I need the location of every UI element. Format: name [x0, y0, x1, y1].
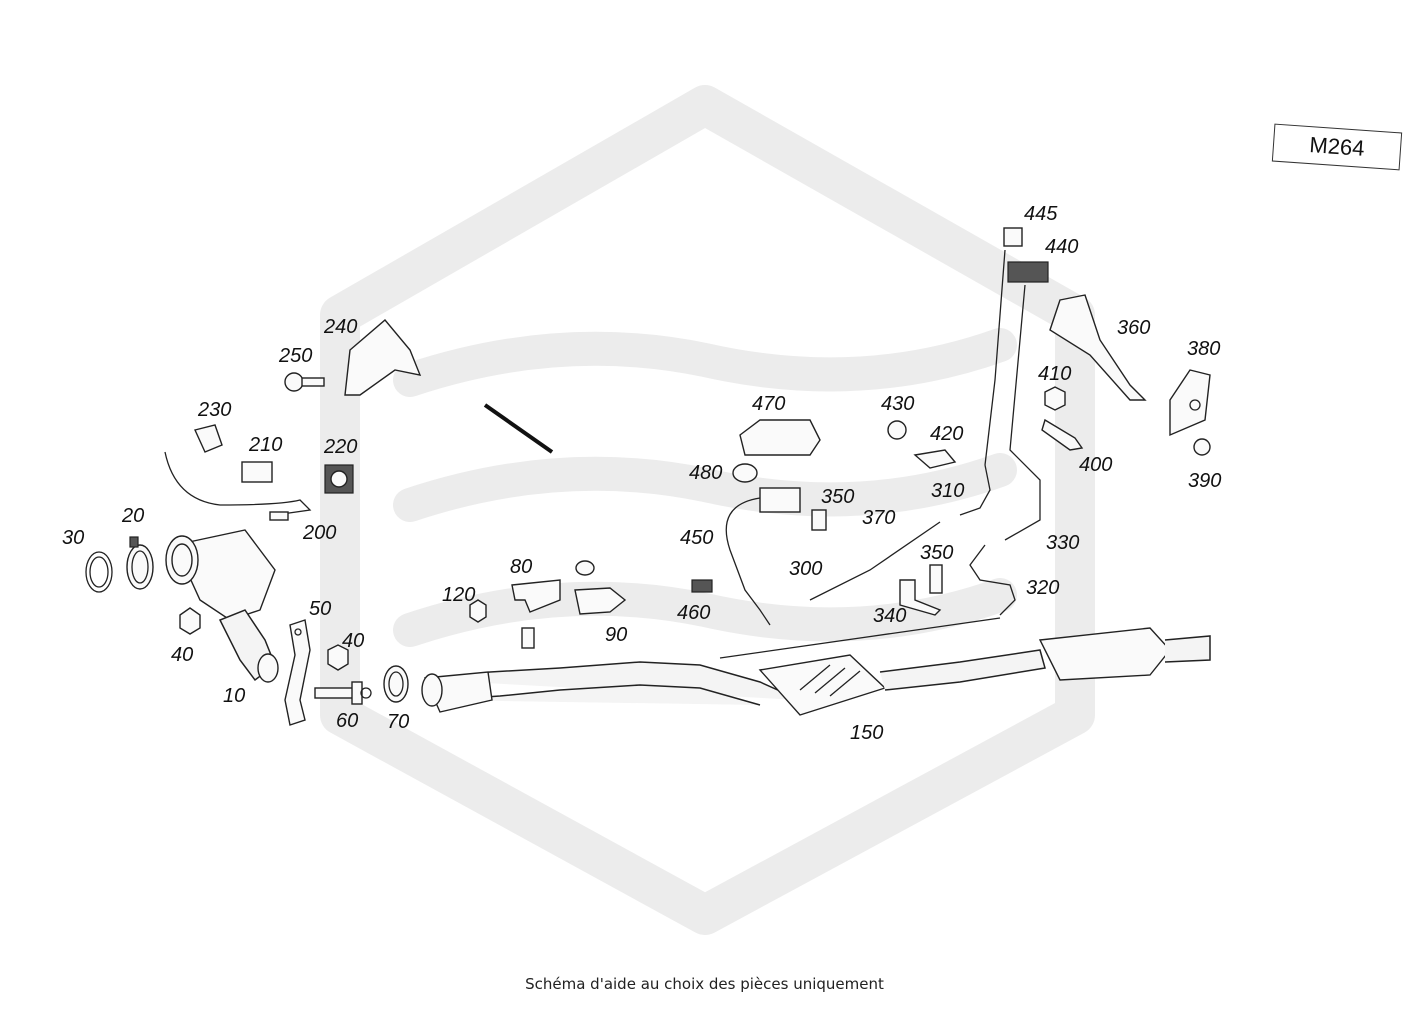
- part-120-nut[interactable]: [469, 599, 487, 623]
- callout-360: 360: [1117, 317, 1151, 339]
- callout-60: 60: [336, 710, 359, 732]
- callout-70: 70: [387, 711, 410, 733]
- callout-370: 370: [862, 507, 896, 529]
- reference-line: [483, 403, 554, 454]
- sensor-box-nox[interactable]: [759, 487, 801, 513]
- part-330-hose[interactable]: [1004, 284, 1041, 541]
- callout-40-b: 40: [342, 630, 365, 652]
- callout-90: 90: [605, 624, 628, 646]
- diagram-caption: Schéma d'aide au choix des pièces unique…: [525, 975, 884, 993]
- callout-230: 230: [198, 399, 232, 421]
- part-50-bracket[interactable]: [284, 619, 311, 726]
- part-410-nut[interactable]: [1044, 386, 1066, 411]
- callout-210: 210: [249, 434, 283, 456]
- callout-400: 400: [1079, 454, 1113, 476]
- part-80-bracket[interactable]: [511, 579, 561, 649]
- part-210-clip[interactable]: [241, 461, 273, 483]
- callout-220: 220: [324, 436, 358, 458]
- callout-410: 410: [1038, 363, 1072, 385]
- callout-430: 430: [881, 393, 915, 415]
- callout-310: 310: [931, 480, 965, 502]
- part-340-bracket[interactable]: [899, 579, 942, 616]
- part-30-gasket[interactable]: [85, 551, 113, 593]
- part-320-pipe[interactable]: [969, 544, 1016, 616]
- callout-440: 440: [1045, 236, 1079, 258]
- callout-150: 150: [850, 722, 884, 744]
- part-445-cap[interactable]: [1003, 227, 1023, 247]
- part-10-particulate-filter[interactable]: [165, 529, 279, 683]
- callout-390: 390: [1188, 470, 1222, 492]
- part-20-clamp[interactable]: [126, 536, 154, 590]
- part-350-screw[interactable]: [811, 509, 943, 594]
- part-450-temp-sensor[interactable]: [725, 497, 771, 626]
- part-250-bolt[interactable]: [284, 372, 325, 392]
- part-40-nut[interactable]: [179, 607, 349, 671]
- part-150-exhaust-system[interactable]: [421, 617, 1211, 716]
- callout-240: 240: [324, 316, 358, 338]
- callout-120: 120: [442, 584, 476, 606]
- part-430-grommet[interactable]: [887, 420, 907, 440]
- part-440-sensor[interactable]: [1007, 261, 1049, 283]
- callout-50: 50: [309, 598, 332, 620]
- part-360-bracket[interactable]: [1049, 294, 1147, 401]
- callout-320: 320: [1026, 577, 1060, 599]
- watermark-logo: [320, 85, 1095, 935]
- callout-460: 460: [677, 602, 711, 624]
- callout-350-a: 350: [821, 486, 855, 508]
- callout-470: 470: [752, 393, 786, 415]
- callout-420: 420: [930, 423, 964, 445]
- callout-80: 80: [510, 556, 533, 578]
- part-380-bracket[interactable]: [1169, 369, 1211, 437]
- callout-300: 300: [789, 558, 823, 580]
- callout-445: 445: [1024, 203, 1058, 225]
- callout-30: 30: [62, 527, 85, 549]
- callout-350-b: 350: [920, 542, 954, 564]
- part-390-bolt[interactable]: [1193, 438, 1211, 456]
- part-220-damper[interactable]: [324, 464, 354, 494]
- part-470-control-unit[interactable]: [739, 419, 821, 456]
- callout-330: 330: [1046, 532, 1080, 554]
- callout-250: 250: [279, 345, 313, 367]
- callout-10: 10: [223, 685, 246, 707]
- callout-20: 20: [122, 505, 145, 527]
- part-240-bracket[interactable]: [344, 319, 422, 396]
- part-460-connector[interactable]: [691, 579, 713, 593]
- callout-480: 480: [689, 462, 723, 484]
- part-90-mount[interactable]: [574, 560, 627, 615]
- callout-340: 340: [873, 605, 907, 627]
- part-300-pipe[interactable]: [809, 521, 941, 601]
- part-420-clip[interactable]: [913, 449, 957, 469]
- callout-40-a: 40: [171, 644, 194, 666]
- callout-380: 380: [1187, 338, 1221, 360]
- callout-200: 200: [303, 522, 337, 544]
- part-200-oxygen-sensor[interactable]: [164, 451, 312, 521]
- part-230-clip[interactable]: [194, 424, 223, 453]
- callout-450: 450: [680, 527, 714, 549]
- part-70-gasket-ring[interactable]: [383, 665, 409, 703]
- part-400-bracket[interactable]: [1041, 418, 1084, 451]
- part-480-grommet[interactable]: [732, 463, 758, 483]
- part-310-hose[interactable]: [959, 249, 1006, 516]
- part-60-bolt[interactable]: [314, 681, 372, 705]
